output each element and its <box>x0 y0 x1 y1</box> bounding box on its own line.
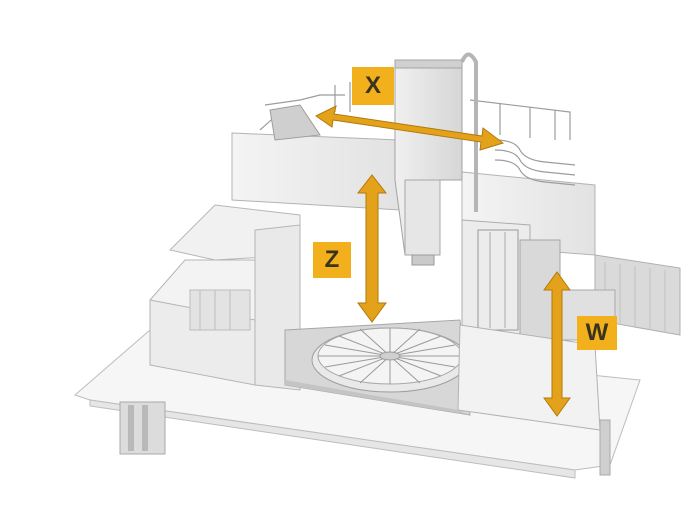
x-axis-arrow <box>315 105 505 151</box>
w-axis-arrow <box>543 271 571 417</box>
ram-column <box>394 52 478 266</box>
left-enclosure <box>149 204 301 391</box>
motor-housing <box>269 104 321 141</box>
x-axis-label: X <box>352 67 394 105</box>
pit-edge <box>285 380 470 415</box>
z-axis-arrow <box>356 174 388 323</box>
w-axis-label: W <box>577 316 617 350</box>
z-axis-label: Z <box>313 242 351 278</box>
